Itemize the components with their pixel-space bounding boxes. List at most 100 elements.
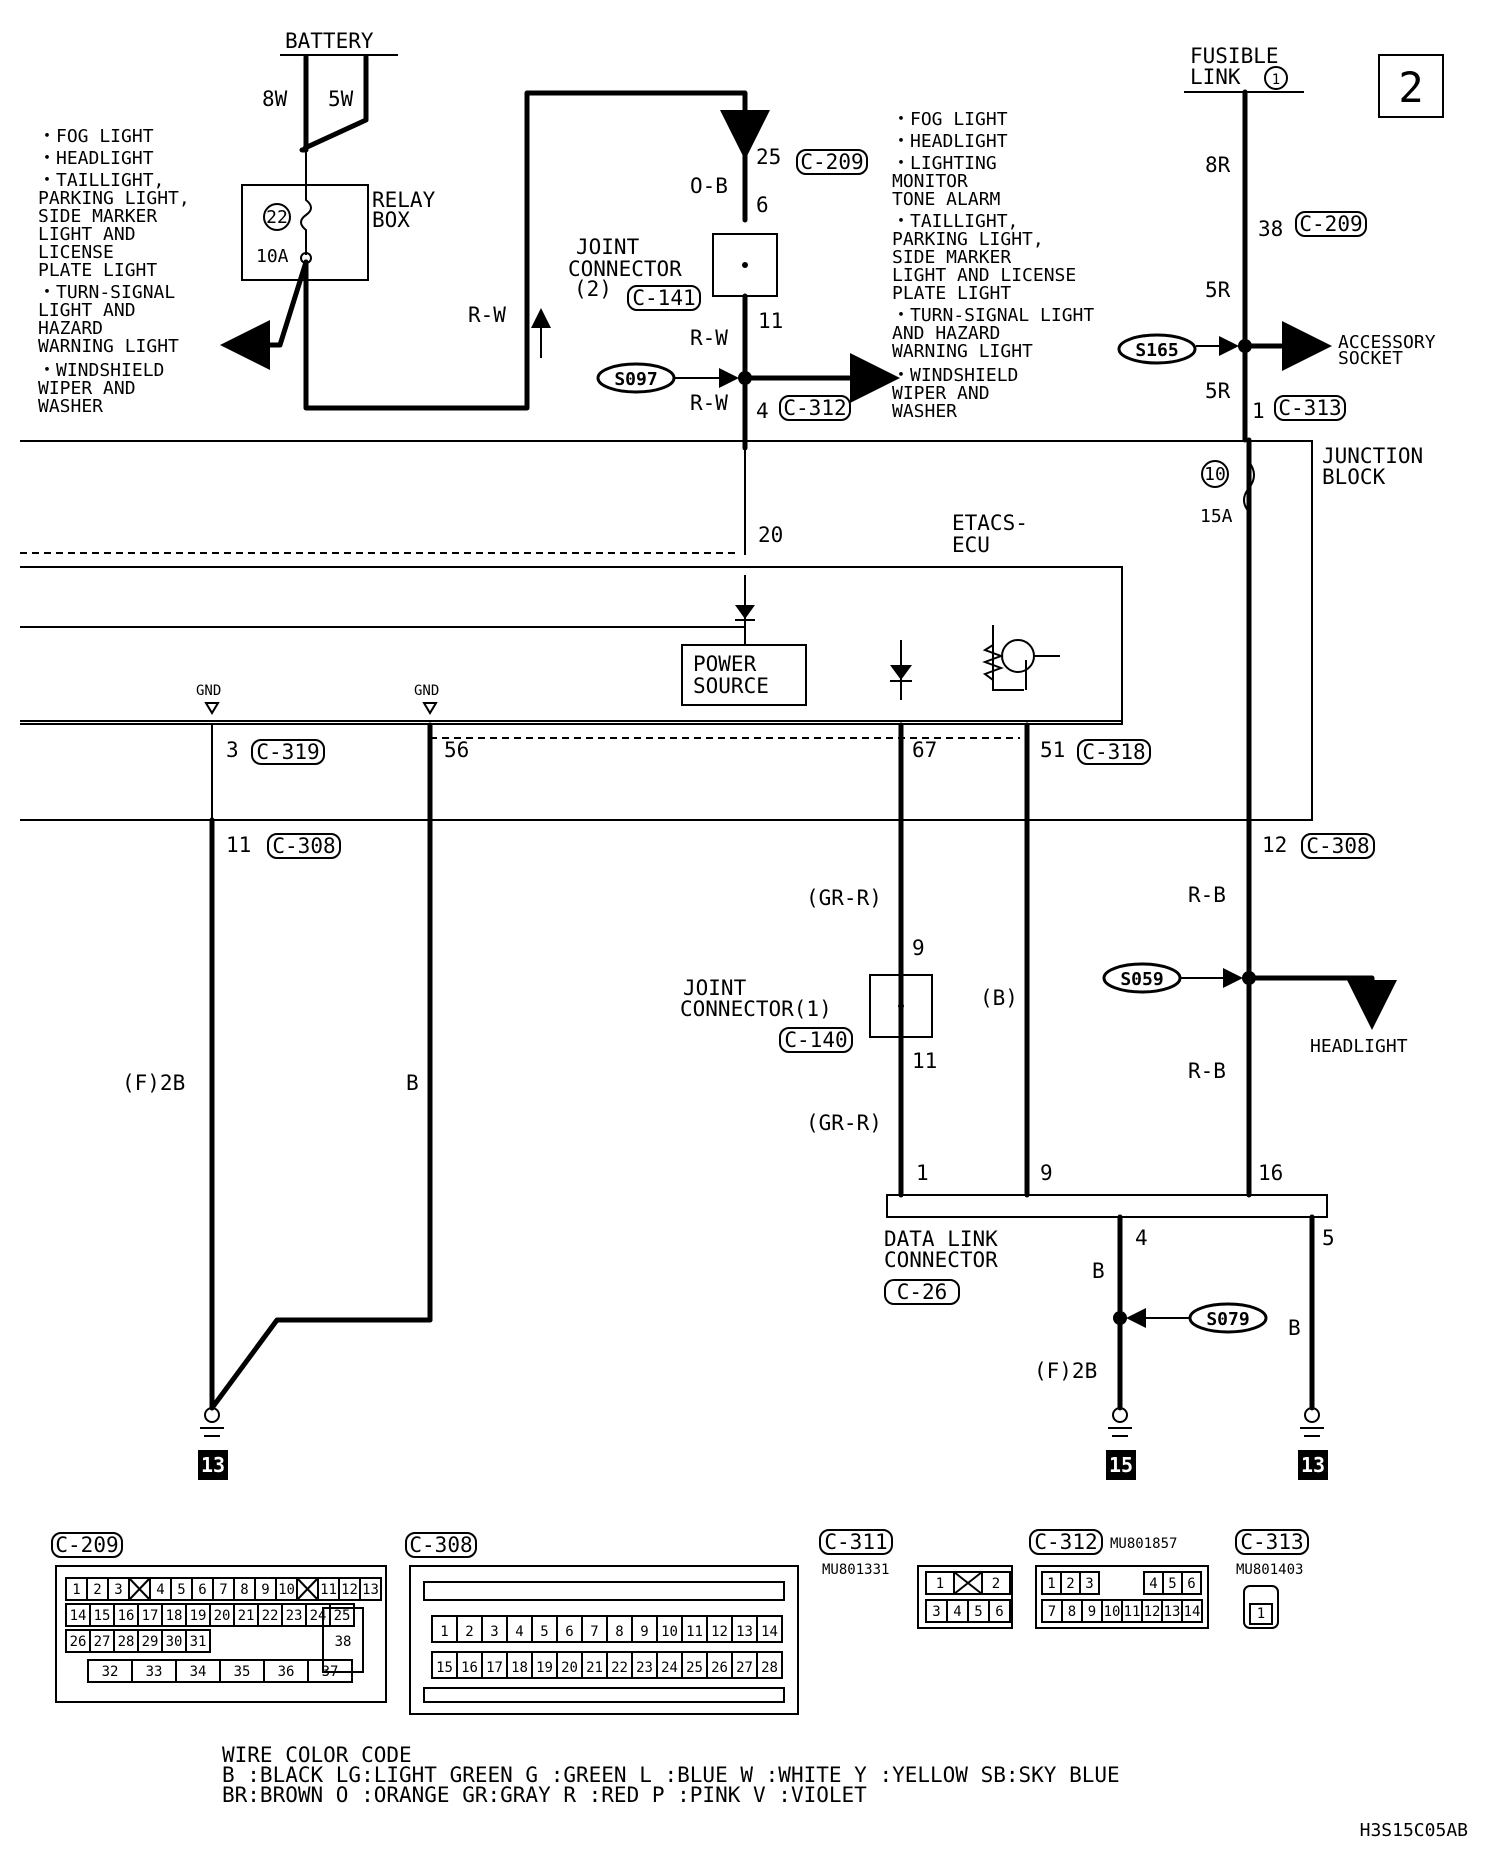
dlc-pin-5: 5 xyxy=(1322,1226,1335,1250)
wire-rw-label: R-W xyxy=(468,303,506,327)
view-c311-cell-number: 4 xyxy=(953,1604,961,1620)
view-c308-cell-number: 22 xyxy=(611,1660,628,1676)
fusible-link-number: 1 xyxy=(1272,72,1280,88)
wire-5w: 5W xyxy=(328,87,354,111)
transistor-icon xyxy=(992,625,1060,691)
view-c308-cell-number: 12 xyxy=(711,1624,728,1640)
view-c312-cell-number: 3 xyxy=(1085,1576,1093,1592)
view-c311-cell-number: 2 xyxy=(992,1576,1000,1592)
fuse-22-symbol xyxy=(300,150,312,255)
ground-3-badge xyxy=(1298,1450,1328,1480)
conn-c140-tag xyxy=(779,1027,853,1053)
view-c308-cell-number: 3 xyxy=(490,1624,498,1640)
view-c209-cell-number: 14 xyxy=(70,1608,87,1624)
gnd-1-terminal xyxy=(204,702,220,715)
relay-box-label: RELAY xyxy=(372,188,436,212)
data-link-connector xyxy=(886,1194,1328,1218)
center-load-item: MONITOR xyxy=(892,171,968,192)
view-c311-body xyxy=(917,1565,1013,1629)
center-load-item: AND HAZARD xyxy=(892,323,1000,344)
pin-25: 25 xyxy=(756,145,781,169)
joint-connector-2-label-2: CONNECTOR xyxy=(568,257,682,281)
view-c312-cell-number: 5 xyxy=(1168,1576,1176,1592)
view-c312-cell-number: 12 xyxy=(1144,1604,1161,1620)
view-c313-body xyxy=(1243,1585,1279,1629)
center-load-item: LIGHT AND LICENSE xyxy=(892,265,1076,286)
conn-c312-tag xyxy=(779,395,851,421)
gnd-1-label: GND xyxy=(196,683,221,699)
view-c209-cell-number: 30 xyxy=(166,1634,183,1650)
view-c312-cell-number: 11 xyxy=(1124,1604,1141,1620)
ground-3-number: 13 xyxy=(1301,1453,1325,1477)
view-c209-cell-number: 33 xyxy=(146,1664,163,1680)
left-load-item: PARKING LIGHT, xyxy=(38,188,190,209)
view-c308-cell-number: 9 xyxy=(640,1624,648,1640)
conn-c26-label: C-26 xyxy=(897,1280,948,1304)
wire-5r-label: 5R xyxy=(1205,278,1231,302)
wire-rw-4-label: R-W xyxy=(690,391,728,415)
left-load-item: WASHER xyxy=(38,396,103,417)
fusible-link-label-2: LINK xyxy=(1190,65,1241,89)
view-c308-rail xyxy=(423,1581,785,1601)
view-c308-tag xyxy=(405,1532,477,1558)
etacs-ecu-label-2: ECU xyxy=(952,533,990,557)
view-c308-cell-number: 25 xyxy=(686,1660,703,1676)
view-c313-cell-number: 1 xyxy=(1257,1606,1265,1622)
view-c209-cell-number: 29 xyxy=(142,1634,159,1650)
ground-1-number: 13 xyxy=(201,1453,225,1477)
view-c308-cell-number: 14 xyxy=(761,1624,778,1640)
joint-connector-1-box xyxy=(869,974,933,1038)
left-load-item: ・FOG LIGHT xyxy=(38,126,154,147)
headlight-label: HEADLIGHT xyxy=(1310,1036,1408,1057)
wire-rw-11-label: R-W xyxy=(690,326,728,350)
battery-label: BATTERY xyxy=(285,29,374,53)
view-c209-cell-number: 27 xyxy=(94,1634,111,1650)
view-c311-tag xyxy=(819,1529,893,1555)
pin-51: 51 xyxy=(1040,738,1065,762)
dlc-label: DATA LINK xyxy=(884,1227,998,1251)
pin-12: 12 xyxy=(1262,833,1287,857)
view-c308-cell-number: 1 xyxy=(440,1624,448,1640)
conn-c308b-label: C-308 xyxy=(1306,834,1369,858)
wire-color-code-line-1: B :BLACK LG:LIGHT GREEN G :GREEN L :BLUE… xyxy=(222,1763,1120,1787)
center-load-item: ・TURN-SIGNAL LIGHT xyxy=(892,305,1094,326)
ground-1-badge xyxy=(198,1450,228,1480)
ground-2-terminal xyxy=(1112,1407,1128,1423)
view-c209-cell-number: 19 xyxy=(190,1608,207,1624)
view-c209-cell-number: 22 xyxy=(262,1608,279,1624)
splice-s079-node xyxy=(1113,1311,1127,1325)
pin-38: 38 xyxy=(1258,217,1283,241)
fuse-10-number: 10 xyxy=(1204,464,1226,485)
dlc-pin-1: 1 xyxy=(916,1161,929,1185)
center-load-item: WASHER xyxy=(892,401,957,422)
conn-c318-tag xyxy=(1077,739,1151,765)
view-c308-cell-number: 11 xyxy=(686,1624,703,1640)
wire-rb-2-label: R-B xyxy=(1188,1059,1226,1083)
view-c312-body xyxy=(1035,1565,1209,1629)
gnd-2-terminal xyxy=(422,702,438,715)
conn-c308b-tag xyxy=(1301,833,1375,859)
left-load-item: PLATE LIGHT xyxy=(38,260,157,281)
view-c209-cell-number: 21 xyxy=(238,1608,255,1624)
left-load-item: ・TURN-SIGNAL xyxy=(38,282,175,303)
conn-c319-label: C-319 xyxy=(256,740,319,764)
view-c209-cell-number: 9 xyxy=(261,1582,269,1598)
view-c308-cell-number: 24 xyxy=(661,1660,678,1676)
wire-5r-b-label: 5R xyxy=(1205,379,1231,403)
joint-connector-1-node xyxy=(898,1003,904,1009)
power-source-box xyxy=(681,644,807,706)
fusible-link-number-circle xyxy=(1264,66,1288,90)
dlc-label-2: CONNECTOR xyxy=(884,1248,998,1272)
left-load-item: ・WINDSHIELD xyxy=(38,360,164,381)
pin-56: 56 xyxy=(444,738,469,762)
ground-2-symbol xyxy=(1108,1427,1132,1437)
left-load-item: LICENSE xyxy=(38,242,114,263)
splice-s079-label: S079 xyxy=(1206,1309,1249,1330)
wire-f2b-right-label: (F)2B xyxy=(1034,1359,1097,1383)
view-c209-cell xyxy=(185,1629,211,1653)
conn-c308a-label: C-308 xyxy=(272,834,335,858)
conn-c141-label: C-141 xyxy=(632,286,695,310)
view-c312-cell xyxy=(1079,1571,1100,1595)
fuse-22-circle xyxy=(263,203,291,231)
